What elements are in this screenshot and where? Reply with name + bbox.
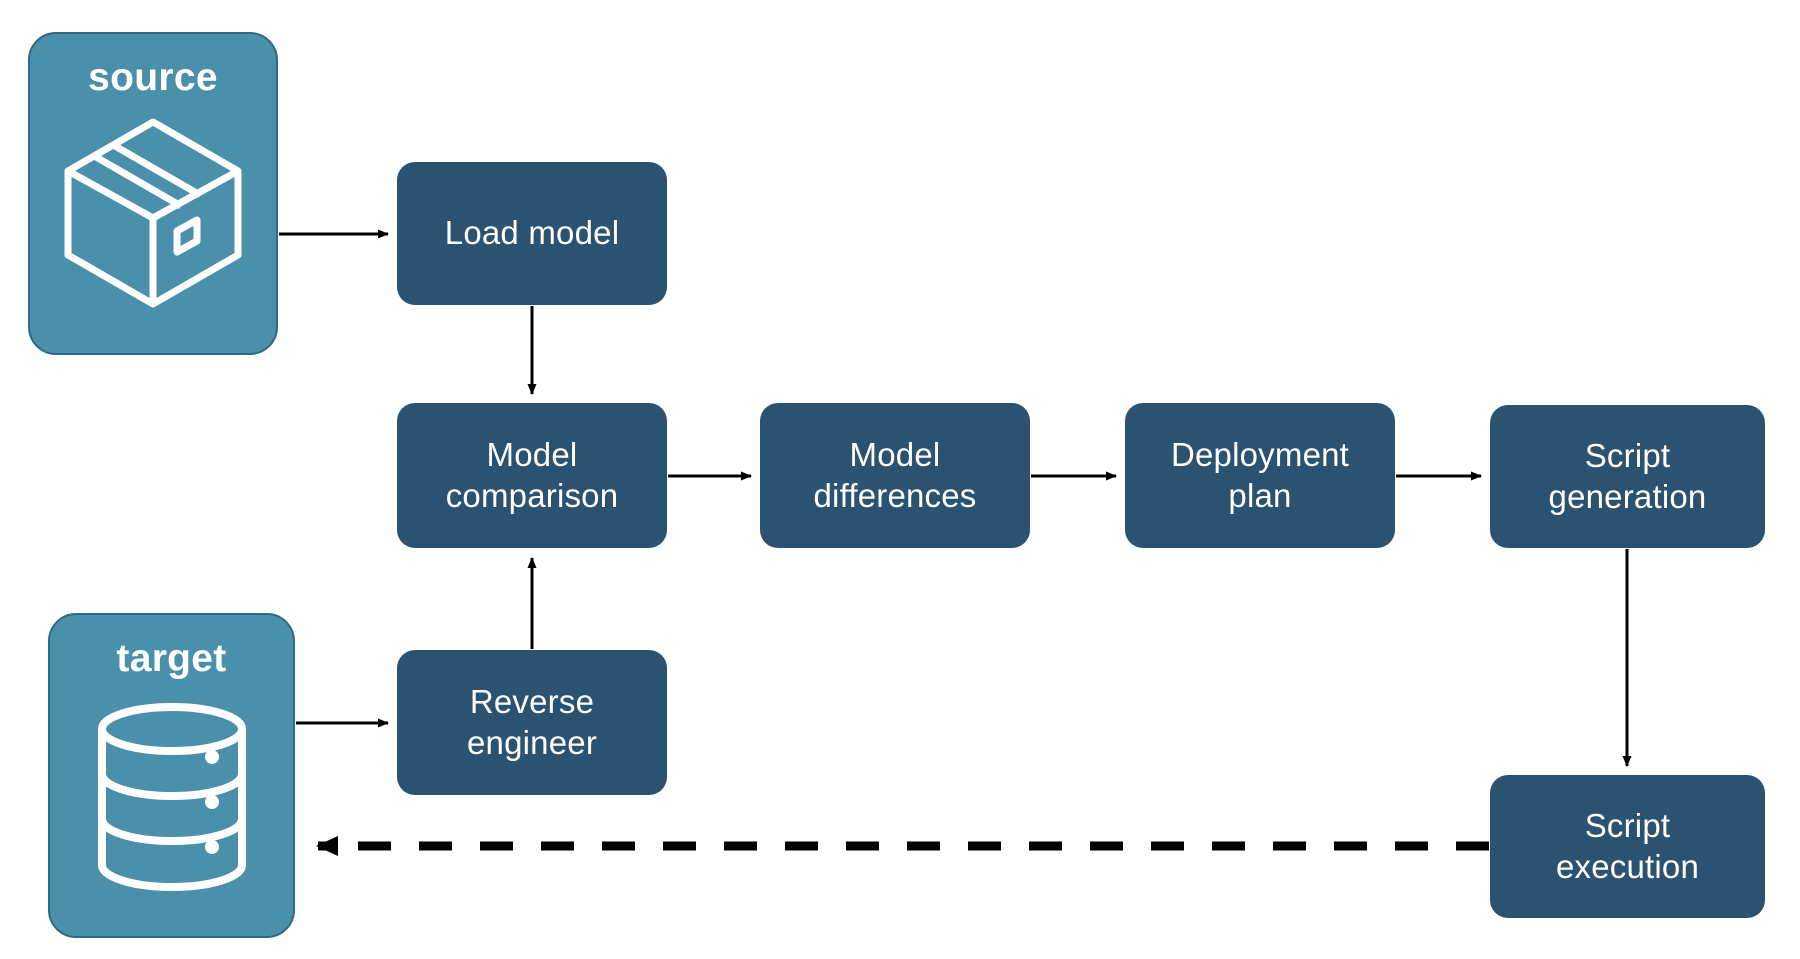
process-script-generation[interactable]: Script generation [1490,405,1765,548]
process-label: Model differences [813,436,977,514]
process-label: Model comparison [445,436,619,514]
process-load-model[interactable]: Load model [397,162,667,305]
process-label: Script generation [1548,437,1707,515]
target-label: target [116,637,227,680]
process-label: Load model [444,214,620,252]
process-label: Deployment plan [1170,436,1350,514]
process-deployment-plan[interactable]: Deployment plan [1125,403,1395,548]
process-model-comparison[interactable]: Model comparison [397,403,667,548]
database-cylinder-icon [94,699,250,900]
process-script-execution[interactable]: Script execution [1490,775,1765,918]
source-node[interactable]: source [28,32,278,355]
process-model-differences[interactable]: Model differences [760,403,1030,548]
package-box-icon [60,114,246,315]
process-reverse-engineer[interactable]: Reverse engineer [397,650,667,795]
process-label: Reverse engineer [466,683,598,761]
process-label: Script execution [1555,807,1700,885]
target-node[interactable]: target [48,613,295,938]
source-label: source [88,56,218,99]
